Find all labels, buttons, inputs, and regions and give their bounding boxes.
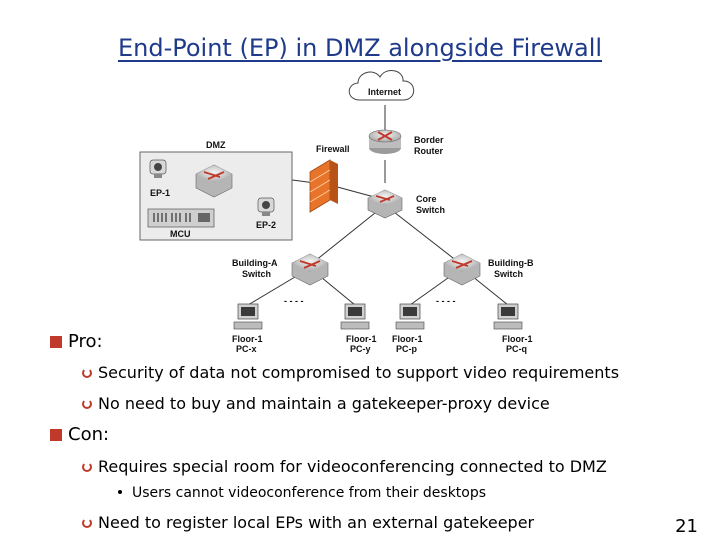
border-router-label-2: Router — [414, 146, 443, 156]
dmz-label: DMZ — [206, 140, 226, 150]
pc-p-label-2: PC-p — [396, 344, 417, 354]
pc-y-icon — [340, 303, 370, 330]
bullet-square-icon — [50, 336, 62, 348]
pro-item-2-text: No need to buy and maintain a gatekeeper… — [98, 394, 550, 413]
ep2-label: EP-2 — [256, 220, 276, 230]
pc-x-label-1: Floor-1 — [232, 334, 263, 344]
con-item-2: Need to register local EPs with an exter… — [82, 513, 534, 532]
core-switch-label-2: Switch — [416, 205, 445, 215]
pc-y-label-1: Floor-1 — [346, 334, 377, 344]
pc-y-label-2: PC-y — [350, 344, 371, 354]
building-a-switch-icon — [291, 253, 329, 286]
pro-item-2: No need to buy and maintain a gatekeeper… — [82, 394, 550, 413]
building-a-label-2: Switch — [242, 269, 271, 279]
pc-x-icon — [233, 303, 263, 330]
bullet-arc-icon — [82, 399, 92, 409]
slide-title: End-Point (EP) in DMZ alongside Firewall — [0, 34, 720, 62]
ep1-label: EP-1 — [150, 188, 170, 198]
bullet-square-icon — [50, 429, 62, 441]
core-switch-label-1: Core — [416, 194, 437, 204]
mcu-device-icon — [147, 208, 215, 228]
ellipsis-b: - - - - — [436, 296, 456, 306]
dmz-switch-icon — [195, 164, 233, 198]
slide-title-text: End-Point (EP) in DMZ alongside Firewall — [117, 34, 603, 62]
building-a-label-1: Building-A — [232, 258, 278, 268]
pc-x-label-2: PC-x — [236, 344, 257, 354]
con-item-1: Requires special room for videoconferenc… — [82, 457, 607, 476]
pc-p-label-1: Floor-1 — [392, 334, 423, 344]
con-heading-text: Con: — [68, 424, 110, 445]
border-router-label-1: Border — [414, 135, 444, 145]
con-item-1-sub-text: Users cannot videoconference from their … — [132, 485, 487, 501]
pc-q-label-2: PC-q — [506, 344, 527, 354]
bullet-arc-icon — [82, 462, 92, 472]
building-b-label-2: Switch — [494, 269, 523, 279]
pc-p-icon — [395, 303, 425, 330]
pro-heading-text: Pro: — [68, 331, 103, 352]
building-b-switch-icon — [443, 253, 481, 286]
page-number: 21 — [675, 516, 698, 537]
building-b-label-1: Building-B — [488, 258, 534, 268]
pro-heading: Pro: — [50, 331, 103, 352]
ep2-camera-icon — [257, 197, 275, 216]
pro-item-1-text: Security of data not compromised to supp… — [98, 363, 620, 382]
firewall-label: Firewall — [316, 144, 350, 154]
con-item-1-sub: Users cannot videoconference from their … — [118, 485, 486, 501]
internet-cloud-icon — [348, 70, 415, 101]
con-item-2-text: Need to register local EPs with an exter… — [98, 513, 535, 532]
bullet-dot-icon — [118, 490, 122, 494]
core-switch-icon — [367, 189, 403, 219]
con-heading: Con: — [50, 424, 109, 445]
ep1-camera-icon — [149, 159, 167, 178]
ellipsis-a: - - - - — [284, 296, 304, 306]
bullet-arc-icon — [82, 368, 92, 378]
internet-label: Internet — [368, 87, 401, 97]
bullet-arc-icon — [82, 518, 92, 528]
firewall-icon — [309, 159, 338, 213]
pro-item-1: Security of data not compromised to supp… — [82, 363, 619, 382]
border-router-icon — [368, 129, 402, 154]
mcu-label: MCU — [170, 229, 191, 239]
pc-q-icon — [493, 303, 523, 330]
con-item-1-text: Requires special room for videoconferenc… — [98, 457, 607, 476]
pc-q-label-1: Floor-1 — [502, 334, 533, 344]
